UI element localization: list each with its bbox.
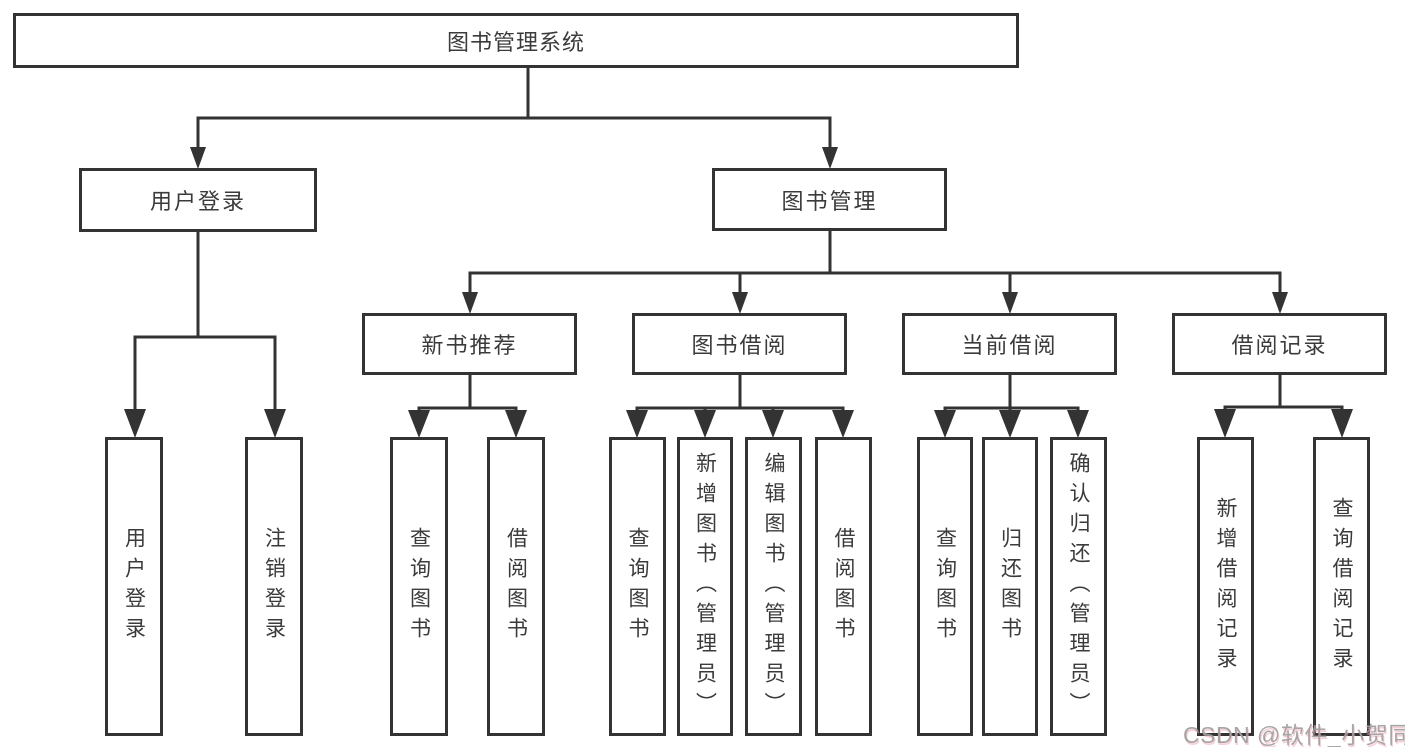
csdn-watermark: CSDN @软件_小贺同学 bbox=[1183, 722, 1405, 747]
leaf-label: 新增借阅记录 bbox=[1214, 496, 1237, 677]
node-book-borrow: 图书借阅 bbox=[632, 313, 847, 375]
root-node-library-system: 图书管理系统 bbox=[13, 13, 1019, 68]
leaf-add-borrow-record: 新增借阅记录 bbox=[1197, 437, 1254, 736]
leaf-label: 借阅图书 bbox=[832, 526, 855, 647]
leaf-user-login: 用户登录 bbox=[105, 437, 163, 736]
node-new-book-recommend-label: 新书推荐 bbox=[421, 333, 518, 358]
leaf-label: 查询图书 bbox=[407, 526, 431, 647]
leaf-label: 查询图书 bbox=[626, 526, 649, 647]
leaf-borrow-books: 借阅图书 bbox=[815, 437, 872, 736]
node-current-borrow: 当前借阅 bbox=[902, 313, 1117, 375]
node-book-management: 图书管理 bbox=[712, 168, 947, 231]
leaf-label: 查询借阅记录 bbox=[1330, 496, 1353, 677]
node-new-book-recommend: 新书推荐 bbox=[362, 313, 577, 375]
leaf-logout: 注销登录 bbox=[245, 437, 303, 736]
leaf-query-books-current: 查询图书 bbox=[917, 437, 973, 736]
leaf-label: 归还图书 bbox=[998, 526, 1022, 647]
leaf-label: 查询图书 bbox=[933, 526, 957, 647]
leaf-query-books-borrow: 查询图书 bbox=[609, 437, 666, 736]
node-borrow-records-label: 借阅记录 bbox=[1231, 333, 1328, 358]
leaf-logout-label: 注销登录 bbox=[262, 526, 286, 647]
root-node-label: 图书管理系统 bbox=[446, 29, 585, 55]
leaf-add-books-admin: 新增图书（管理员） bbox=[677, 437, 733, 736]
leaf-label: 确认归还（管理员） bbox=[1067, 451, 1090, 722]
leaf-label: 新增图书（管理员） bbox=[693, 451, 717, 722]
leaf-return-books: 归还图书 bbox=[982, 437, 1038, 736]
node-book-management-label: 图书管理 bbox=[781, 188, 878, 214]
leaf-borrow-books-recommend: 借阅图书 bbox=[487, 437, 545, 736]
leaf-confirm-return-admin: 确认归还（管理员） bbox=[1050, 437, 1107, 736]
node-user-login: 用户登录 bbox=[79, 168, 317, 232]
node-user-login-label: 用户登录 bbox=[149, 189, 246, 214]
node-borrow-records: 借阅记录 bbox=[1172, 313, 1387, 375]
leaf-label: 编辑图书（管理员） bbox=[762, 451, 785, 722]
node-book-borrow-label: 图书借阅 bbox=[691, 333, 788, 358]
node-current-borrow-label: 当前借阅 bbox=[961, 333, 1058, 358]
leaf-query-books-recommend: 查询图书 bbox=[390, 437, 448, 736]
leaf-label: 借阅图书 bbox=[504, 526, 528, 647]
leaf-query-borrow-record: 查询借阅记录 bbox=[1313, 437, 1370, 736]
leaf-user-login-label: 用户登录 bbox=[122, 526, 146, 647]
leaf-edit-books-admin: 编辑图书（管理员） bbox=[745, 437, 802, 736]
